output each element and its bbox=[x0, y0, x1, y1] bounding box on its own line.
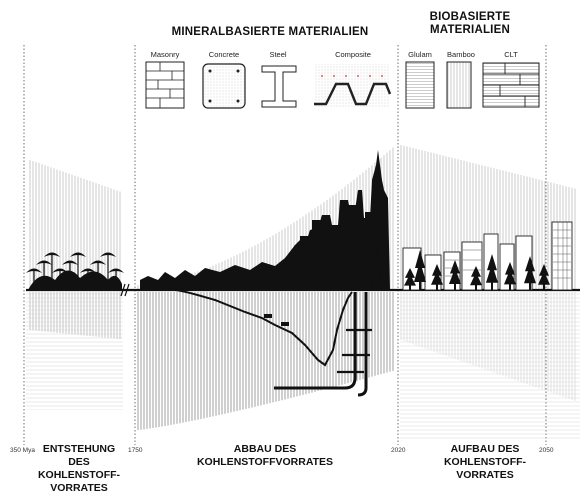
mining-depletion-curve[interactable] bbox=[174, 289, 353, 367]
era-formation-label: ENTSTEHUNG DES KOHLENSTOFF- VORRATES bbox=[34, 443, 124, 495]
palm-tree bbox=[100, 252, 116, 290]
pipeline-junctions bbox=[337, 328, 372, 374]
era-depletion-line2: KOHLENSTOFFVORRATES bbox=[196, 456, 334, 468]
conifer-tree bbox=[404, 268, 416, 290]
ground-band-left bbox=[26, 290, 123, 410]
conifer-tree bbox=[414, 250, 426, 290]
city-skyline bbox=[140, 150, 390, 290]
material-label-steel: Steel bbox=[269, 50, 287, 59]
material-label-masonry: Masonry bbox=[150, 50, 180, 59]
year-label-2020: 2020 bbox=[391, 447, 406, 454]
clt-icon bbox=[482, 62, 540, 108]
era-formation-line1: ENTSTEHUNG bbox=[42, 443, 116, 455]
masonry-icon bbox=[145, 61, 185, 109]
conifer-tree bbox=[449, 260, 461, 290]
material-label-clt: CLT bbox=[504, 50, 518, 59]
excavator-icons bbox=[264, 314, 289, 326]
era-buildup-line1: AUFBAU DES bbox=[450, 443, 520, 455]
conifer-tree bbox=[538, 264, 550, 290]
era-buildup-line3: VORRATES bbox=[456, 469, 514, 481]
forest-canopy bbox=[28, 270, 122, 290]
oil-pipeline bbox=[274, 292, 368, 397]
year-label-350mya: 350 Mya bbox=[10, 447, 35, 454]
palm-tree bbox=[36, 260, 52, 290]
era-buildup-line2: KOHLENSTOFF- bbox=[443, 456, 527, 468]
year-label-2050: 2050 bbox=[539, 447, 554, 454]
prehistoric-forest bbox=[26, 252, 124, 290]
material-label-glulam: Glulam bbox=[408, 50, 432, 59]
era-formation-line4: VORRATES bbox=[50, 482, 108, 494]
conifer-tree bbox=[524, 256, 536, 290]
palm-tree bbox=[26, 268, 42, 290]
biobased-heading-line1: BIOBASIERTE bbox=[429, 11, 511, 23]
era-depletion-label: ABBAU DES KOHLENSTOFFVORRATES bbox=[190, 443, 340, 469]
mineral-materials-heading: MINERALBASIERTE MATERIALIEN bbox=[171, 26, 369, 38]
concrete-icon bbox=[202, 63, 246, 109]
era-formation-line3: KOHLENSTOFF- bbox=[37, 469, 121, 481]
material-icons bbox=[145, 61, 540, 109]
era-depletion-line1: ABBAU DES bbox=[233, 443, 297, 455]
oil-derricks bbox=[351, 247, 383, 291]
conifer-tree bbox=[504, 262, 516, 290]
conifer-trees bbox=[404, 250, 550, 290]
building-windows bbox=[445, 222, 571, 290]
material-label-concrete: Concrete bbox=[208, 50, 240, 59]
glulam-icon bbox=[405, 61, 435, 109]
palm-tree bbox=[44, 252, 60, 290]
ground-band-right bbox=[400, 290, 580, 440]
era-buildup-label: AUFBAU DES KOHLENSTOFF- VORRATES bbox=[430, 443, 540, 482]
palm-tree bbox=[70, 252, 86, 290]
steel-beam-icon bbox=[261, 65, 297, 108]
ground-line-break bbox=[120, 283, 130, 297]
conifer-tree bbox=[470, 266, 482, 290]
biobased-materials-heading: BIOBASIERTE MATERIALIEN bbox=[405, 11, 535, 37]
biobased-heading-line2: MATERIALIEN bbox=[430, 24, 510, 36]
era-formation-line2: DES bbox=[68, 456, 90, 468]
conifer-tree bbox=[431, 264, 443, 290]
material-label-bamboo: Bamboo bbox=[447, 50, 475, 59]
conifer-tree bbox=[486, 254, 498, 290]
material-label-composite: Composite bbox=[335, 50, 371, 59]
year-label-1750: 1750 bbox=[128, 447, 143, 454]
bamboo-icon bbox=[446, 61, 472, 109]
composite-icon bbox=[314, 64, 392, 108]
